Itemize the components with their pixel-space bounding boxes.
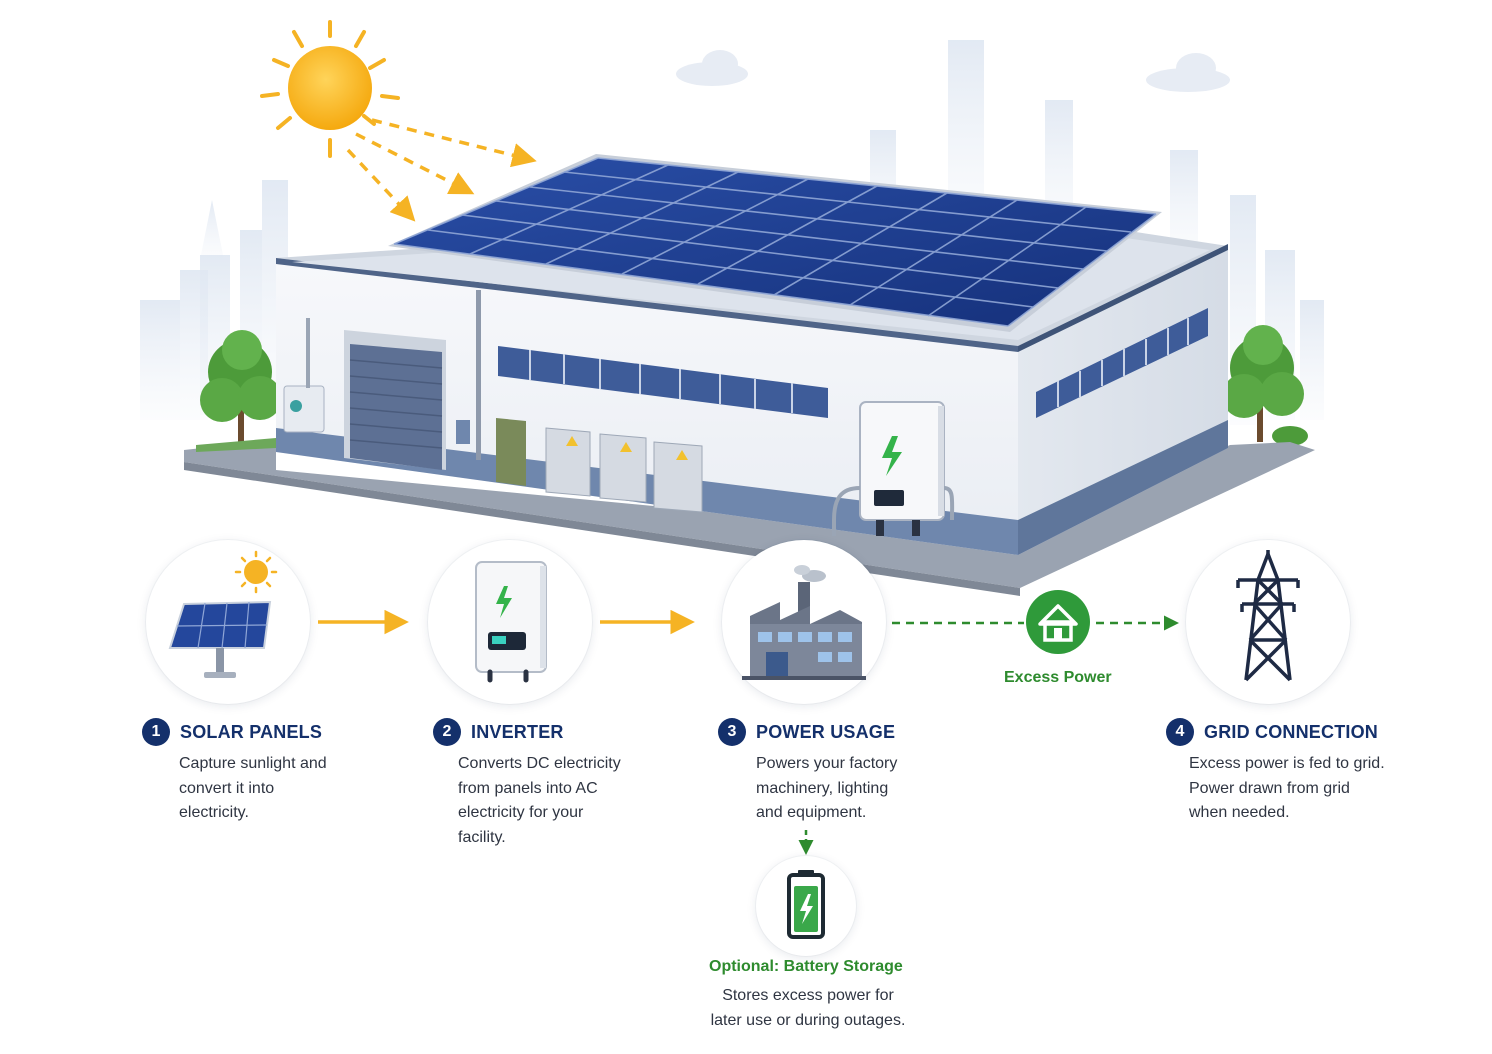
sun-icon xyxy=(260,20,400,158)
tree-icon xyxy=(200,325,1308,446)
grid-circle xyxy=(1186,540,1350,704)
solar-panel-icon xyxy=(168,550,278,678)
battery-icon xyxy=(787,870,825,939)
step-number-badge: 3 xyxy=(718,718,746,746)
solar-panel-circle xyxy=(146,540,310,704)
step-2-header: 2 INVERTER xyxy=(433,717,564,747)
step-title: SOLAR PANELS xyxy=(180,721,323,742)
wall-inverter xyxy=(832,401,955,536)
sunlight-rays xyxy=(346,118,537,222)
step-number-badge: 2 xyxy=(433,718,461,746)
battery-circle xyxy=(756,856,856,956)
step-1-header: 1 SOLAR PANELS xyxy=(142,717,322,747)
house-icon xyxy=(1026,590,1090,654)
inverter-icon xyxy=(475,561,547,683)
battery-storage-title: Optional: Battery Storage xyxy=(709,958,903,975)
step-number-badge: 4 xyxy=(1166,718,1194,746)
cloud-icon xyxy=(676,50,1230,92)
inverter-circle xyxy=(428,540,592,704)
step-number-badge: 1 xyxy=(142,718,170,746)
excess-power-label: Excess Power xyxy=(1004,669,1112,686)
step-1-description: Capture sunlight and convert it into ele… xyxy=(179,755,327,821)
factory-building xyxy=(276,154,1228,555)
factory-circle xyxy=(722,540,886,704)
battery-storage-description: Stores excess power for later use or dur… xyxy=(710,987,906,1029)
step-4-header: 4 GRID CONNECTION xyxy=(1166,717,1378,747)
step-4-description: Excess power is fed to grid. Power drawn… xyxy=(1189,755,1385,821)
electrical-cabinets xyxy=(545,427,703,513)
step-3-header: 3 POWER USAGE xyxy=(718,717,895,747)
step-title: INVERTER xyxy=(471,721,564,742)
step-title: POWER USAGE xyxy=(756,721,896,742)
step-2-description: Converts DC electricity from panels into… xyxy=(458,755,621,846)
transmission-tower-icon xyxy=(1236,550,1300,682)
factory-icon xyxy=(742,565,866,680)
step-title: GRID CONNECTION xyxy=(1204,721,1378,742)
step-3-description: Powers your factory machinery, lighting … xyxy=(756,755,898,821)
